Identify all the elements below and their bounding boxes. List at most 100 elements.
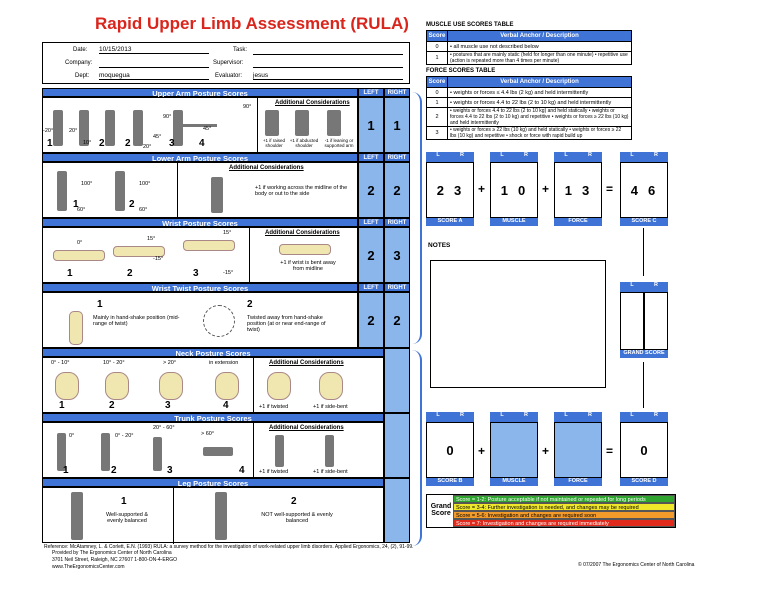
angle-label: 90° <box>243 104 252 110</box>
muscle-b-label: MUSCLE <box>490 478 538 486</box>
wrist-twist-header: Wrist Twist Posture Scores <box>42 283 358 293</box>
hand-icon <box>53 250 105 261</box>
angle-label: 10° - 20° <box>103 360 125 366</box>
leg-score-box[interactable] <box>384 478 410 543</box>
angle-label: 60° <box>77 207 86 213</box>
posture-number: 1 <box>67 268 73 279</box>
figure-icon <box>71 492 83 540</box>
wrist-header: Wrist Posture Scores <box>42 218 358 228</box>
neck-score-box[interactable] <box>384 348 410 413</box>
col-header: Verbal Anchor / Description <box>447 30 632 42</box>
evaluator-label: Evaluator: <box>215 73 243 79</box>
brace-group-b <box>410 350 422 546</box>
arrow-up <box>643 362 644 408</box>
task-field[interactable] <box>253 46 403 55</box>
posture-number: 2 <box>129 199 135 210</box>
posture-number: 3 <box>165 400 171 411</box>
table-row: 1• postures that are mainly static (held… <box>426 51 632 65</box>
force-a-box[interactable]: L R 13 FORCE <box>554 152 602 226</box>
option-label: +1 if twisted <box>259 404 289 410</box>
r-label: R <box>578 152 602 162</box>
figure-icon <box>203 447 233 456</box>
score-a-left: 2 <box>436 183 454 198</box>
angle-label: 60° <box>139 207 148 213</box>
notes-box[interactable] <box>430 260 606 388</box>
grand-score-right <box>644 292 668 350</box>
equals-operator: = <box>606 182 614 196</box>
force-b-box[interactable]: L R FORCE <box>554 412 602 486</box>
figure-icon <box>215 492 227 540</box>
right-label: RIGHT <box>384 153 410 162</box>
right-label: RIGHT <box>384 218 410 227</box>
upper-arm-left-score[interactable]: 1 <box>358 97 384 153</box>
wrist-twist-right-score[interactable]: 2 <box>384 292 410 348</box>
wrist-twist-panel: 1 Mainly in hand-shake position (mid-ran… <box>42 292 358 348</box>
lean-icon <box>327 110 341 136</box>
angle-label: 100° <box>81 181 93 187</box>
lower-arm-right-score[interactable]: 2 <box>384 162 410 218</box>
dept-field[interactable]: moquegua <box>99 72 209 80</box>
date-field[interactable]: 10/15/2013 <box>99 46 209 54</box>
l-label: L <box>620 282 644 292</box>
l-label: L <box>620 412 644 422</box>
option-label: -1 if leaning or supported arm <box>324 138 354 148</box>
band-orange: Score = 5-6: Investigation and changes a… <box>453 511 675 519</box>
band-green: Score = 1-2: Posture acceptable if not m… <box>453 495 675 503</box>
wrist-left-score[interactable]: 2 <box>358 227 384 283</box>
posture-number: 2 <box>99 138 105 149</box>
left-label: LEFT <box>358 88 384 97</box>
posture-number: 3 <box>169 138 175 149</box>
angle-label: 20° <box>143 144 152 150</box>
cell: 2 <box>426 107 448 127</box>
score-c-box[interactable]: L R 46 SCORE C <box>620 152 668 226</box>
muscle-b-box[interactable]: L R MUSCLE <box>490 412 538 486</box>
supervisor-field[interactable] <box>253 59 403 68</box>
angle-label: 15° <box>147 236 156 242</box>
option-label: Mainly in hand-shake position (mid-range… <box>93 315 180 327</box>
posture-number: 1 <box>63 465 69 476</box>
shoulder-raise-icon <box>265 110 279 136</box>
divider <box>253 358 254 414</box>
lower-arm-left-score[interactable]: 2 <box>358 162 384 218</box>
score-d-value: 0 <box>620 422 668 478</box>
table-row: 0• all muscle use not described below <box>426 41 632 52</box>
arrow-down <box>643 228 644 276</box>
wrist-twist-left-score[interactable]: 2 <box>358 292 384 348</box>
plus-operator: + <box>542 182 550 196</box>
equals-operator: = <box>606 444 614 458</box>
angle-label: 20° - 60° <box>153 425 175 431</box>
website-link[interactable]: www.TheErgonomicsCenter.com <box>52 564 125 570</box>
score-a-box[interactable]: L R 23 SCORE A <box>426 152 474 226</box>
score-b-box[interactable]: L R 0 SCORE B <box>426 412 474 486</box>
posture-number: 2 <box>291 496 297 507</box>
notes-label: NOTES <box>428 242 451 249</box>
hand-icon <box>113 246 165 257</box>
figure-icon <box>79 110 89 146</box>
wrist-right-score[interactable]: 3 <box>384 227 410 283</box>
figure-icon <box>211 177 223 213</box>
right-label: RIGHT <box>384 88 410 97</box>
shoulder-abduct-icon <box>295 110 309 136</box>
angle-label: -20° <box>43 128 54 134</box>
grand-score-box[interactable]: L R GRAND SCORE <box>620 282 668 358</box>
hand-icon <box>69 311 83 345</box>
r-label: R <box>644 412 668 422</box>
score-d-box[interactable]: L R 0 SCORE D <box>620 412 668 486</box>
supervisor-label: Supervisor: <box>213 60 244 66</box>
r-label: R <box>450 152 474 162</box>
option-label: Well-supported & evenly balanced <box>105 512 149 524</box>
table-row: 1• weights or forces 4.4 to 22 lbs (2 to… <box>426 97 632 108</box>
muscle-a-box[interactable]: L R 10 MUSCLE <box>490 152 538 226</box>
company-field[interactable] <box>99 59 209 68</box>
trunk-score-box[interactable] <box>384 413 410 478</box>
figure-icon <box>105 110 115 146</box>
evaluator-field[interactable]: jesus <box>253 72 403 80</box>
plus-operator: + <box>542 444 550 458</box>
r-label: R <box>514 152 538 162</box>
head-icon <box>267 372 291 400</box>
upper-arm-right-score[interactable]: 1 <box>384 97 410 153</box>
posture-number: 2 <box>127 268 133 279</box>
additional-considerations-title: Additional Considerations <box>265 230 340 236</box>
